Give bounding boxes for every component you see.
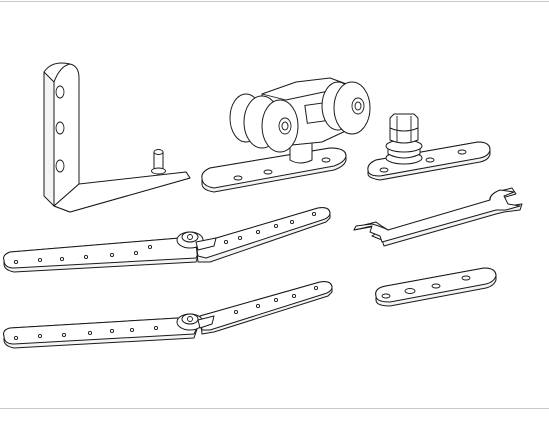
roller-carriage-icon [201,77,371,193]
flat-plate-icon [375,267,497,307]
bolt-plate-icon [367,113,491,181]
hinged-arm-upper-icon [3,207,331,273]
wrench-icon [353,187,523,247]
top-rule [0,1,549,2]
hinged-arm-lower-icon [3,281,333,349]
bottom-rule [0,408,549,409]
l-bracket-icon [43,62,191,213]
